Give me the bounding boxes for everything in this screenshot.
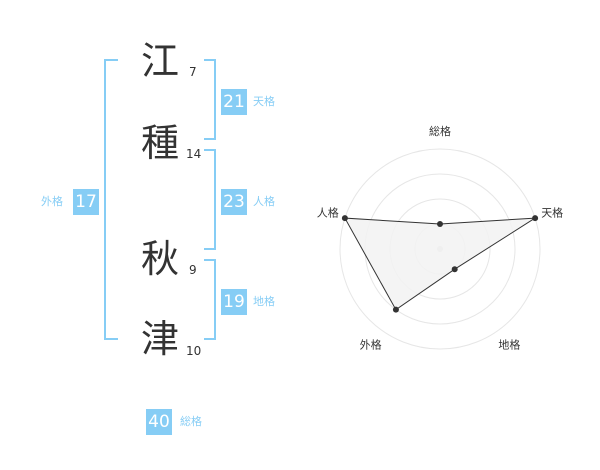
stroke-count-3: 9 — [189, 263, 197, 277]
radar-axis-label-2: 天格 — [541, 206, 563, 220]
soukaku-label: 総格 — [180, 415, 202, 428]
jinkaku-bracket — [204, 149, 216, 250]
jinkaku-label: 人格 — [253, 195, 275, 208]
radar-point-5 — [341, 215, 348, 222]
name-char-3: 秋 — [141, 237, 180, 281]
radar-point-2 — [532, 215, 539, 222]
stroke-count-1: 7 — [189, 65, 197, 79]
soukaku-value: 40 — [146, 409, 172, 435]
chikaku-bracket — [204, 259, 216, 340]
gaikaku-bracket — [104, 59, 118, 340]
radar-point-4 — [392, 306, 399, 313]
radar-point-3 — [451, 266, 458, 273]
radar-series-polygon — [344, 217, 536, 311]
jinkaku-value: 23 — [221, 189, 247, 215]
radar-axis-label-1: 総格 — [429, 124, 451, 138]
name-char-2: 種 — [141, 121, 180, 165]
tenkaku-value: 21 — [221, 89, 247, 115]
stroke-count-4: 10 — [186, 344, 202, 358]
gaikaku-label: 外格 — [41, 195, 63, 208]
chikaku-label: 地格 — [253, 295, 275, 308]
gaikaku-value: 17 — [73, 189, 99, 215]
radar-point-1 — [437, 221, 443, 227]
name-char-1: 江 — [141, 39, 180, 83]
stroke-count-2: 14 — [186, 147, 202, 161]
chikaku-value: 19 — [221, 289, 247, 315]
tenkaku-label: 天格 — [253, 95, 275, 108]
tenkaku-bracket — [204, 59, 216, 140]
radar-axis-label-3: 地格 — [498, 338, 520, 352]
radar-ring-4 — [339, 148, 541, 350]
radar-axis-label-4: 外格 — [360, 338, 382, 352]
radar-axis-label-5: 人格 — [317, 206, 339, 220]
name-char-4: 津 — [141, 317, 180, 361]
